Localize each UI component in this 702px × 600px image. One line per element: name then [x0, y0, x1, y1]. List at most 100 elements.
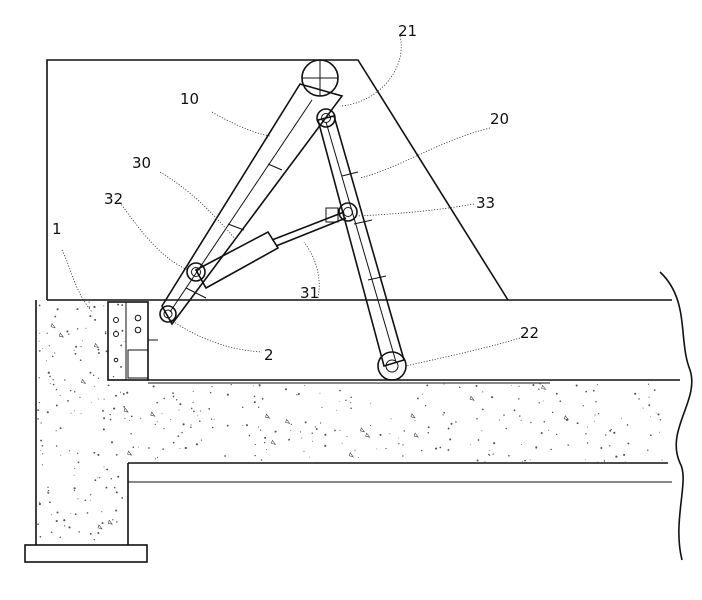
concrete-speck: [73, 349, 75, 351]
concrete-slab: [24, 271, 693, 563]
label-1: 1: [52, 220, 62, 238]
concrete-speck: [97, 352, 100, 354]
concrete-speck: [51, 514, 52, 516]
concrete-speck: [258, 384, 261, 387]
concrete-speck: [449, 438, 452, 441]
concrete-speck: [107, 384, 110, 387]
concrete-speck: [634, 392, 637, 395]
concrete-speck: [103, 305, 105, 307]
concrete-speck: [358, 457, 359, 459]
concrete-speck: [350, 407, 352, 410]
concrete-speck: [455, 421, 457, 423]
concrete-speck: [458, 386, 461, 389]
pivot-32: [186, 262, 206, 282]
concrete-speck: [647, 383, 650, 385]
concrete-speck: [308, 456, 310, 458]
concrete-speck: [377, 382, 380, 384]
aggregate-mark: [50, 323, 56, 329]
concrete-speck: [172, 395, 175, 398]
concrete-speck: [230, 383, 232, 386]
concrete-speck: [402, 455, 404, 457]
concrete-speck: [179, 403, 182, 406]
concrete-speck: [86, 512, 89, 514]
concrete-speck: [346, 436, 348, 438]
concrete-speck: [477, 439, 480, 441]
concrete-speck: [336, 409, 338, 411]
concrete-speck: [51, 355, 54, 358]
concrete-speck: [81, 340, 83, 342]
concrete-speck: [129, 420, 131, 422]
concrete-speck: [603, 460, 606, 462]
concrete-speck: [398, 443, 400, 445]
concrete-speck: [121, 497, 124, 499]
concrete-speck: [192, 390, 194, 392]
concrete-speck: [586, 426, 588, 428]
concrete-speck: [52, 379, 54, 381]
concrete-speck: [50, 531, 53, 534]
concrete-speck: [104, 332, 107, 335]
concrete-speck: [648, 404, 651, 407]
label-20: 20: [490, 110, 509, 128]
concrete-speck: [535, 448, 537, 450]
concrete-speck: [490, 396, 492, 398]
concrete-speck: [121, 329, 124, 332]
concrete-speck: [119, 391, 122, 393]
concrete-speck: [245, 424, 249, 427]
concrete-speck: [55, 520, 58, 523]
concrete-speck: [123, 406, 126, 408]
concrete-speck: [190, 424, 192, 426]
concrete-speck: [338, 401, 340, 402]
concrete-speck: [47, 371, 50, 374]
concrete-speck: [68, 450, 71, 452]
concrete-speck: [69, 389, 72, 392]
concrete-speck: [68, 526, 71, 529]
aggregate-mark: [271, 439, 277, 445]
concrete-speck: [521, 443, 522, 445]
aggregate-mark: [107, 519, 113, 525]
arm-20: [316, 108, 405, 368]
aggregate-mark: [410, 413, 416, 419]
concrete-speck: [254, 443, 256, 446]
concrete-speck: [48, 345, 51, 347]
concrete-speck: [77, 452, 79, 454]
concrete-speck: [78, 531, 80, 533]
concrete-speck: [93, 538, 96, 541]
concrete-speck: [156, 401, 158, 404]
concrete-speck: [427, 426, 430, 429]
concrete-speck: [315, 428, 318, 430]
aggregate-mark: [94, 342, 100, 349]
concrete-speck: [582, 405, 584, 407]
concrete-speck: [303, 450, 305, 452]
concrete-speck: [493, 442, 496, 445]
concrete-speck: [324, 433, 327, 436]
concrete-speck: [120, 365, 122, 368]
concrete-speck: [106, 468, 109, 471]
concrete-speck: [615, 455, 618, 458]
label-2: 2: [264, 346, 274, 364]
concrete-speck: [101, 522, 104, 525]
concrete-speck: [192, 401, 194, 404]
concrete-speck: [518, 385, 520, 387]
concrete-speck: [288, 438, 291, 441]
concrete-speck: [89, 532, 92, 535]
concrete-speck: [450, 422, 453, 425]
concrete-speck: [68, 333, 70, 335]
concrete-speck: [529, 459, 531, 461]
concrete-speck: [195, 443, 198, 446]
pulley-21: [301, 59, 339, 97]
concrete-speck: [172, 392, 174, 394]
concrete-speck: [597, 384, 599, 386]
concrete-speck: [648, 396, 650, 398]
concrete-speck: [38, 340, 40, 342]
concrete-speck: [175, 399, 178, 401]
concrete-speck: [197, 415, 199, 417]
concrete-speck: [226, 393, 229, 396]
concrete-speck: [39, 450, 41, 452]
concrete-speck: [56, 308, 59, 311]
wall-block: [46, 59, 509, 301]
concrete-speck: [539, 383, 541, 385]
concrete-speck: [132, 446, 135, 449]
concrete-speck: [112, 375, 115, 378]
concrete-speck: [115, 454, 118, 456]
concrete-speck: [59, 427, 62, 430]
